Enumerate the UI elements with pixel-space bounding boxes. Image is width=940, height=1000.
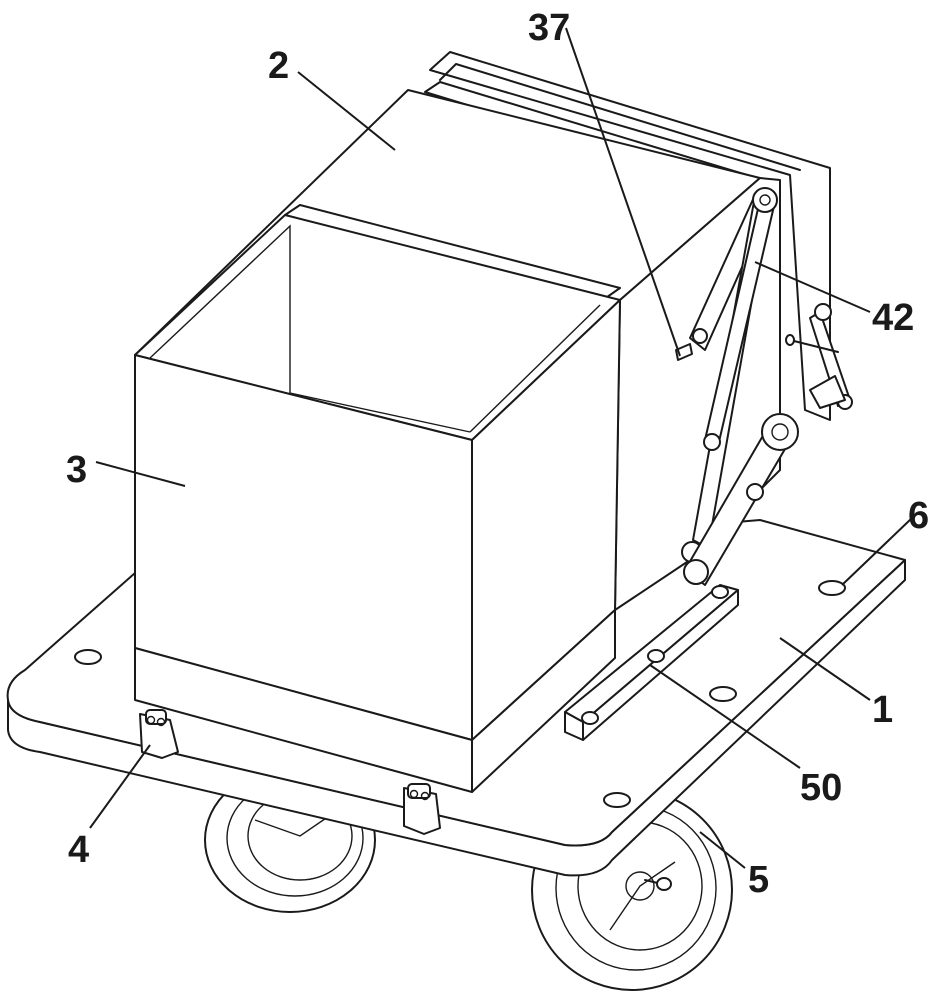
label-42: 42 bbox=[872, 297, 914, 339]
hinge-bracket-right bbox=[403, 783, 441, 835]
belt-drive bbox=[675, 187, 853, 586]
mount-hole bbox=[603, 792, 631, 808]
collection-box bbox=[134, 214, 621, 793]
label-37: 37 bbox=[528, 7, 570, 49]
label-1: 1 bbox=[872, 689, 893, 731]
mount-hole bbox=[74, 649, 102, 665]
leader-lines bbox=[89, 27, 913, 869]
label-6: 6 bbox=[908, 495, 929, 537]
guide-rail bbox=[564, 584, 739, 741]
reference-labels: 37 2 42 3 6 1 50 4 5 bbox=[66, 7, 929, 901]
mount-hole bbox=[709, 686, 737, 702]
label-50: 50 bbox=[800, 767, 842, 809]
label-3: 3 bbox=[66, 449, 87, 491]
label-5: 5 bbox=[748, 859, 769, 901]
label-4: 4 bbox=[68, 829, 89, 871]
label-2: 2 bbox=[268, 45, 289, 87]
mount-hole bbox=[818, 580, 846, 596]
